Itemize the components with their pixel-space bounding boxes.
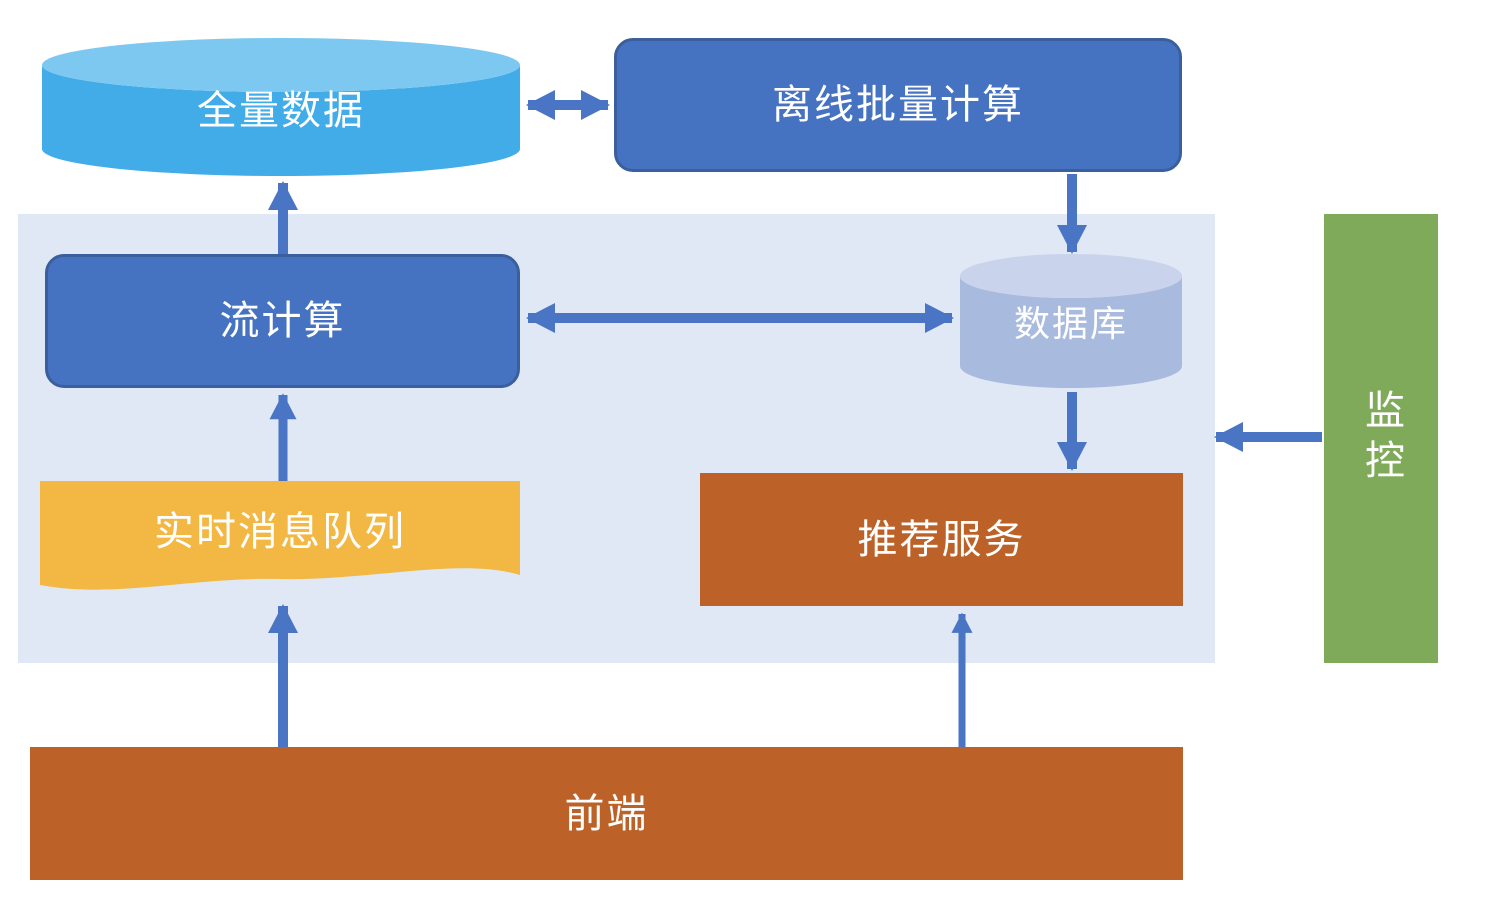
node-label-wrap: 实时消息队列 xyxy=(40,481,520,599)
full-data-label: 全量数据 xyxy=(197,88,365,134)
monitoring-label: 监控 xyxy=(1358,388,1404,489)
realtime-queue-wave: 实时消息队列 xyxy=(40,481,520,599)
frontend-label: 前端 xyxy=(564,790,649,837)
node-label-wrap: 全量数据 xyxy=(42,38,520,176)
full-data-cylinder: 全量数据 xyxy=(42,38,520,176)
realtime-queue-label: 实时消息队列 xyxy=(154,509,406,555)
stream-compute-box: 流计算 xyxy=(45,254,520,388)
recommend-service-box: 推荐服务 xyxy=(700,473,1183,606)
monitoring-box: 监控 xyxy=(1324,214,1438,663)
database-cylinder: 数据库 xyxy=(960,254,1182,390)
wave-shape xyxy=(40,481,520,590)
node-label-wrap: 数据库 xyxy=(960,254,1182,390)
cylinder-shape xyxy=(960,254,1182,388)
recommend-service-label: 推荐服务 xyxy=(857,516,1026,563)
offline-batch-label: 离线批量计算 xyxy=(772,82,1024,128)
database-label: 数据库 xyxy=(1013,304,1128,346)
stream-compute-label: 流计算 xyxy=(219,298,346,344)
frontend-box: 前端 xyxy=(30,747,1183,880)
cylinder-shape xyxy=(42,38,520,176)
offline-batch-box: 离线批量计算 xyxy=(614,38,1182,172)
